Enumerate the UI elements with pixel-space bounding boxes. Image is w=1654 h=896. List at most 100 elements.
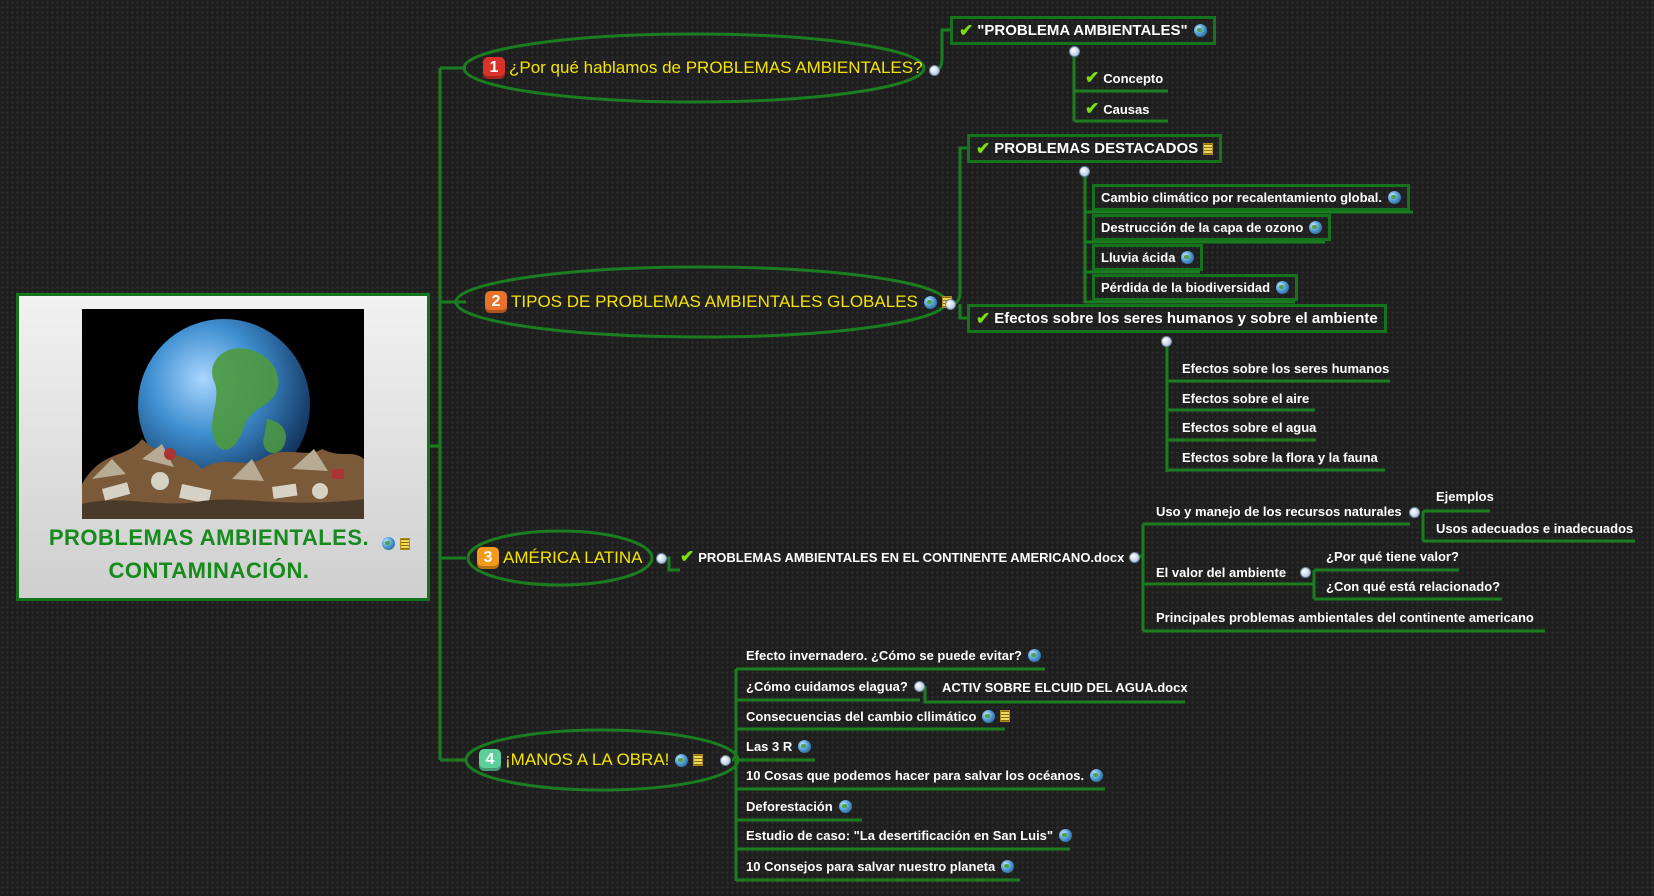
collapse-toggle[interactable] xyxy=(1161,336,1172,347)
topic-1[interactable]: 1 ¿Por qué hablamos de PROBLEMAS AMBIENT… xyxy=(483,56,923,80)
globe-link-icon[interactable] xyxy=(923,295,937,309)
node-label: Efectos sobre los seres humanos xyxy=(1182,360,1390,376)
globe-link-icon[interactable] xyxy=(1193,24,1207,37)
node-label: ACTIV SOBRE ELCUID DEL AGUA.docx xyxy=(942,679,1188,695)
note-icon[interactable] xyxy=(1203,142,1214,155)
node-label: ¿Por qué tiene valor? xyxy=(1326,548,1459,564)
node-las-3-r[interactable]: Las 3 R xyxy=(746,736,812,756)
priority-1-badge: 1 xyxy=(483,57,505,79)
central-topic[interactable]: PROBLEMAS AMBIENTALES. CONTAMINACIÓN. xyxy=(16,293,430,601)
collapse-toggle[interactable] xyxy=(1079,166,1090,177)
node-efectos-humanos[interactable]: Efectos sobre los seres humanos xyxy=(1182,358,1389,378)
node-con-que-relacionado[interactable]: ¿Con qué está relacionado? xyxy=(1326,576,1500,596)
node-label: Las 3 R xyxy=(746,738,793,754)
earth-garbage-image xyxy=(82,309,364,519)
subtopic-label: Efectos sobre los seres humanos y sobre … xyxy=(994,310,1378,327)
globe-link-icon[interactable] xyxy=(1276,281,1290,294)
collapse-toggle[interactable] xyxy=(945,299,956,310)
globe-link-icon[interactable] xyxy=(1059,828,1073,842)
node-como-cuidamos-agua[interactable]: ¿Cómo cuidamos elagua? xyxy=(746,676,908,696)
node-10-cosas-oceanos[interactable]: 10 Cosas que podemos hacer para salvar l… xyxy=(746,765,1104,785)
checkmark-icon: ✔ xyxy=(1085,68,1100,87)
priority-3-badge: 3 xyxy=(477,547,499,569)
node-label: El valor del ambiente xyxy=(1156,564,1287,580)
node-cambio-climatico[interactable]: Cambio climático por recalentamiento glo… xyxy=(1092,184,1411,211)
priority-2-badge: 2 xyxy=(485,291,507,313)
node-efecto-invernadero[interactable]: Efecto invernadero. ¿Cómo se puede evita… xyxy=(746,645,1041,665)
checkmark-icon: ✔ xyxy=(959,20,974,40)
node-label: Cambio climático por recalentamiento glo… xyxy=(1101,190,1383,205)
checkmark-icon: ✔ xyxy=(680,547,695,566)
topic-3[interactable]: 3 AMÉRICA LATINA xyxy=(477,546,643,570)
subtopic-label: PROBLEMAS DESTACADOS xyxy=(994,140,1199,157)
subtopic-continente-americano-docx[interactable]: ✔PROBLEMAS AMBIENTALES EN EL CONTINENTE … xyxy=(680,547,1124,567)
globe-link-icon[interactable] xyxy=(1181,251,1195,264)
node-lluvia-acida[interactable]: Lluvia ácida xyxy=(1092,244,1204,271)
subtopic-problemas-destacados[interactable]: ✔ PROBLEMAS DESTACADOS xyxy=(967,134,1223,163)
collapse-toggle[interactable] xyxy=(1129,552,1140,563)
node-valor-ambiente[interactable]: El valor del ambiente xyxy=(1156,562,1286,582)
collapse-toggle[interactable] xyxy=(720,755,731,766)
globe-link-icon[interactable] xyxy=(982,709,996,723)
globe-link-icon[interactable] xyxy=(1090,768,1104,782)
node-ejemplos[interactable]: Ejemplos xyxy=(1436,486,1494,506)
collapse-toggle[interactable] xyxy=(1409,507,1420,518)
topic-4-label: ¡MANOS A LA OBRA! xyxy=(505,750,670,769)
central-title: PROBLEMAS AMBIENTALES. CONTAMINACIÓN. xyxy=(19,521,399,587)
central-title-line2: CONTAMINACIÓN. xyxy=(108,558,310,583)
collapse-toggle[interactable] xyxy=(1069,46,1080,57)
node-efectos-aire[interactable]: Efectos sobre el aire xyxy=(1182,388,1309,408)
node-label: Efecto invernadero. ¿Cómo se puede evita… xyxy=(746,647,1022,663)
globe-link-icon[interactable] xyxy=(1027,648,1041,662)
globe-link-icon[interactable] xyxy=(1309,221,1323,234)
node-estudio-caso[interactable]: Estudio de caso: "La desertificación en … xyxy=(746,825,1073,845)
node-efectos-flora-fauna[interactable]: Efectos sobre la flora y la fauna xyxy=(1182,447,1378,467)
node-label: Principales problemas ambientales del co… xyxy=(1156,609,1534,625)
node-por-que-valor[interactable]: ¿Por qué tiene valor? xyxy=(1326,546,1459,566)
subtopic-label: "PROBLEMA AMBIENTALES" xyxy=(977,22,1188,39)
node-label: Concepto xyxy=(1103,70,1164,86)
node-activ-cuid-agua-docx[interactable]: ACTIV SOBRE ELCUID DEL AGUA.docx xyxy=(942,677,1188,697)
collapse-toggle[interactable] xyxy=(914,681,925,692)
globe-link-icon[interactable] xyxy=(1001,859,1015,873)
node-capa-ozono[interactable]: Destrucción de la capa de ozono xyxy=(1092,214,1332,241)
node-label: Estudio de caso: "La desertificación en … xyxy=(746,827,1054,843)
topic-2-label: TIPOS DE PROBLEMAS AMBIENTALES GLOBALES xyxy=(511,292,918,311)
node-label: Efectos sobre el aire xyxy=(1182,390,1310,406)
node-biodiversidad[interactable]: Pérdida de la biodiversidad xyxy=(1092,274,1299,301)
node-label: Lluvia ácida xyxy=(1101,250,1176,265)
node-label: Causas xyxy=(1103,101,1150,117)
note-icon[interactable] xyxy=(1000,710,1011,722)
node-concepto[interactable]: ✔Concepto xyxy=(1085,68,1163,88)
topic-1-label: ¿Por qué hablamos de PROBLEMAS AMBIENTAL… xyxy=(509,58,923,77)
node-label: ¿Cómo cuidamos elagua? xyxy=(746,678,908,694)
topic-4[interactable]: 4 ¡MANOS A LA OBRA! xyxy=(479,748,704,772)
node-consecuencias-cambio[interactable]: Consecuencias del cambio cllimático xyxy=(746,706,1011,726)
central-title-line1: PROBLEMAS AMBIENTALES. xyxy=(48,525,370,550)
globe-link-icon[interactable] xyxy=(798,739,812,753)
node-principales-problemas[interactable]: Principales problemas ambientales del co… xyxy=(1156,607,1534,627)
node-label: ¿Con qué está relacionado? xyxy=(1326,578,1501,594)
globe-link-icon[interactable] xyxy=(675,753,689,767)
note-icon[interactable] xyxy=(693,754,704,766)
node-uso-manejo[interactable]: Uso y manejo de los recursos naturales xyxy=(1156,501,1402,521)
node-efectos-agua[interactable]: Efectos sobre el agua xyxy=(1182,417,1316,437)
globe-link-icon[interactable] xyxy=(1388,191,1402,204)
node-usos-adecuados[interactable]: Usos adecuados e inadecuados xyxy=(1436,518,1633,538)
note-icon[interactable] xyxy=(400,537,410,550)
collapse-toggle[interactable] xyxy=(1300,567,1311,578)
node-deforestacion[interactable]: Deforestación xyxy=(746,796,852,816)
node-label: Consecuencias del cambio cllimático xyxy=(746,708,977,724)
collapse-toggle[interactable] xyxy=(656,553,667,564)
node-causas[interactable]: ✔Causas xyxy=(1085,99,1150,119)
node-10-consejos[interactable]: 10 Consejos para salvar nuestro planeta xyxy=(746,856,1015,876)
node-label: Deforestación xyxy=(746,798,833,814)
globe-link-icon[interactable] xyxy=(382,537,395,550)
globe-link-icon[interactable] xyxy=(838,799,852,813)
topic-2[interactable]: 2 TIPOS DE PROBLEMAS AMBIENTALES GLOBALE… xyxy=(485,290,952,314)
priority-4-badge: 4 xyxy=(479,749,501,771)
subtopic-efectos[interactable]: ✔ Efectos sobre los seres humanos y sobr… xyxy=(967,304,1387,333)
collapse-toggle[interactable] xyxy=(929,65,940,76)
subtopic-problema-ambientales[interactable]: ✔ "PROBLEMA AMBIENTALES" xyxy=(950,16,1216,45)
topic-3-label: AMÉRICA LATINA xyxy=(503,548,643,567)
